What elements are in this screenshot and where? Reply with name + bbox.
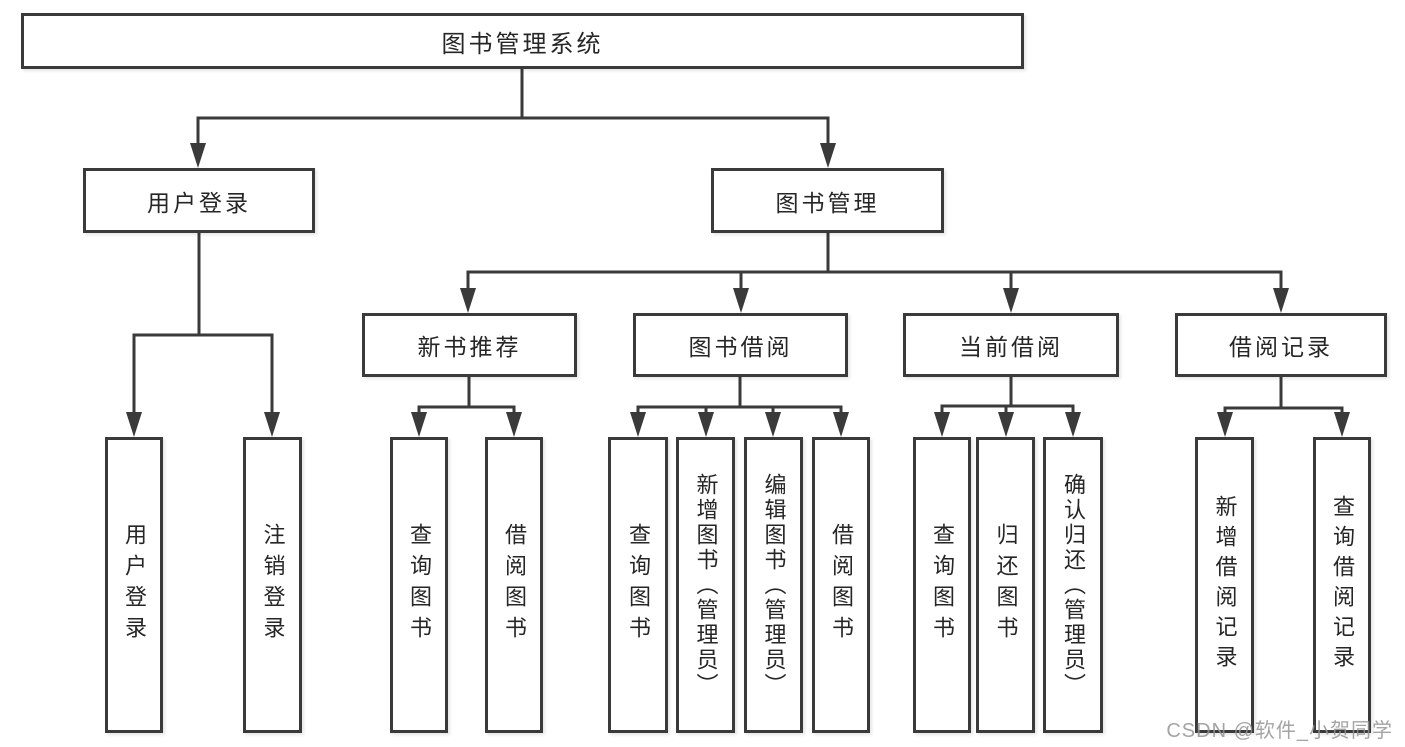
arrowhead	[833, 412, 849, 437]
leaf-add-book-admin: 新增图书（管理员）	[676, 437, 735, 733]
node-label: 图书管理	[775, 189, 880, 216]
arrowhead	[1217, 412, 1233, 437]
node-label: 当前借阅	[959, 334, 1063, 360]
node-book-management: 图书管理	[711, 168, 944, 233]
arrowhead	[934, 412, 950, 437]
arrowhead	[126, 412, 142, 437]
arrowhead	[411, 412, 427, 437]
node-label: 新增借阅记录	[1212, 495, 1238, 675]
node-label: 用户登录	[122, 523, 147, 647]
arrowhead	[733, 288, 749, 313]
leaf-query-borrow-record: 查询借阅记录	[1313, 437, 1371, 733]
node-label: 注销登录	[260, 523, 286, 647]
node-borrow-record: 借阅记录	[1175, 313, 1387, 377]
node-label: 编辑图书（管理员）	[761, 472, 787, 698]
leaf-borrow-book: 借阅图书	[812, 437, 870, 733]
leaf-confirm-return-admin: 确认归还（管理员）	[1043, 437, 1103, 733]
arrowhead	[506, 412, 522, 437]
node-book-borrow: 图书借阅	[633, 313, 848, 377]
arrowhead	[1065, 412, 1081, 437]
arrowhead	[698, 412, 714, 437]
node-label: 用户登录	[147, 189, 251, 216]
arrowhead	[1003, 288, 1019, 313]
arrowhead	[190, 143, 206, 168]
leaf-return-book: 归还图书	[976, 437, 1035, 733]
leaf-query-book-current: 查询图书	[913, 437, 971, 733]
leaf-user-login: 用户登录	[105, 437, 163, 733]
arrowhead	[460, 288, 476, 313]
node-user-login: 用户登录	[83, 168, 315, 233]
node-label: 借阅图书	[829, 523, 854, 647]
arrowhead	[264, 412, 280, 437]
leaf-add-borrow-record: 新增借阅记录	[1195, 437, 1254, 733]
node-label: 查询借阅记录	[1330, 495, 1355, 675]
node-label: 查询图书	[407, 523, 432, 647]
leaf-query-book-borrow: 查询图书	[608, 437, 668, 733]
node-label: 借阅记录	[1229, 334, 1333, 360]
leaf-borrow-book-recommend: 借阅图书	[485, 437, 543, 733]
csdn-watermark: CSDN @软件_小贺同学	[1166, 720, 1393, 742]
leaf-edit-book-admin: 编辑图书（管理员）	[744, 437, 803, 733]
arrowhead	[998, 412, 1014, 437]
node-label: 图书借阅	[688, 334, 793, 360]
node-label: 查询图书	[626, 523, 651, 647]
node-label: 归还图书	[993, 523, 1019, 647]
leaf-query-book-recommend: 查询图书	[390, 437, 448, 733]
arrowhead	[1334, 412, 1350, 437]
node-label: 新增图书（管理员）	[693, 472, 719, 698]
node-current-borrow: 当前借阅	[903, 313, 1119, 377]
arrowhead	[765, 412, 781, 437]
node-label: 新书推荐	[417, 334, 522, 360]
node-label: 图书管理系统	[441, 30, 604, 58]
node-label: 确认归还（管理员）	[1061, 472, 1086, 698]
leaf-logout: 注销登录	[243, 437, 302, 733]
arrowheads	[126, 143, 1350, 437]
arrowhead	[1273, 288, 1289, 313]
node-label: 借阅图书	[502, 523, 527, 647]
arrowhead	[820, 143, 836, 168]
node-new-book-recommend: 新书推荐	[362, 313, 577, 377]
node-system-root: 图书管理系统	[21, 13, 1024, 69]
arrowhead	[630, 412, 646, 437]
node-label: 查询图书	[930, 523, 955, 647]
